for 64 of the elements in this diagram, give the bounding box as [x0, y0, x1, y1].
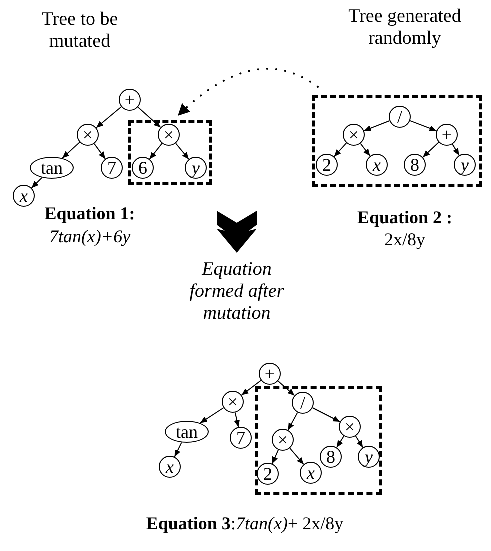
- tree-node-circle: 2: [316, 154, 338, 176]
- tree-node-circle: x: [13, 185, 35, 207]
- arrow: [94, 143, 106, 160]
- tree-node-circle: ×: [77, 124, 99, 146]
- tree-node-circle: 6: [132, 157, 154, 179]
- subtree-dashed-box: [312, 95, 482, 187]
- tree-node-circle: y: [454, 154, 476, 176]
- subtree-dashed-box: [128, 120, 212, 185]
- arrow: [241, 380, 262, 396]
- tree-title: Tree to be mutated: [40, 9, 120, 53]
- equation-text: 7tan(x)+6y: [48, 226, 132, 248]
- arrow: [200, 408, 224, 424]
- tree-node-circle: 7: [101, 157, 123, 179]
- arrow: [336, 436, 345, 448]
- tree-title: Tree generated randomly: [348, 6, 462, 50]
- arrow: [149, 143, 163, 160]
- dotted-arrow: [177, 68, 319, 117]
- arrow: [138, 106, 162, 128]
- arrow: [31, 177, 43, 189]
- equation-text: 2x/8y: [383, 230, 426, 250]
- arrow: [288, 412, 298, 431]
- tree-node-circle: +: [436, 124, 458, 146]
- arrow: [290, 448, 304, 466]
- tree-node-circle: /: [389, 106, 411, 128]
- tree-node-circle: ×: [222, 391, 244, 413]
- arrow: [174, 442, 182, 458]
- arrow: [272, 450, 280, 464]
- subtree-dashed-box: [255, 386, 382, 495]
- tree-node-circle: x: [159, 456, 181, 478]
- equation-heading: Equation 2 :: [356, 208, 454, 228]
- arrow: [62, 142, 80, 159]
- arrow: [422, 142, 440, 158]
- arrow: [355, 436, 364, 448]
- tree-node-circle: +: [119, 89, 141, 111]
- tree-node-circle: +: [259, 363, 281, 385]
- tree-node-circle: ×: [339, 416, 361, 438]
- arrow: [312, 408, 341, 422]
- tree-node-circle: y: [185, 157, 207, 179]
- arrow: [364, 120, 390, 132]
- tree-node-circle: ×: [158, 124, 180, 146]
- tree-node-circle: 8: [320, 446, 342, 468]
- tree-node-circle: ×: [272, 429, 294, 451]
- function-ellipse: tan: [30, 157, 74, 179]
- tree-node-circle: /: [292, 392, 314, 414]
- arrow: [96, 106, 122, 128]
- function-ellipse: tan: [165, 421, 209, 443]
- caption-text: Equation formed after mutation: [177, 259, 297, 325]
- arrow: [278, 380, 296, 396]
- tree-node-circle: 7: [230, 427, 252, 449]
- arrow: [234, 412, 240, 428]
- equation-heading: Equation 1:: [44, 204, 136, 224]
- arrow: [175, 143, 190, 160]
- arrow: [410, 120, 438, 132]
- tree-node-circle: x: [366, 154, 388, 176]
- double-chevron-arrow: [217, 211, 257, 253]
- arrow: [360, 143, 371, 157]
- tree-node-circle: y: [358, 446, 380, 468]
- tree-node-circle: x: [300, 462, 322, 484]
- tree-node-circle: ×: [343, 124, 365, 146]
- tree-node-circle: 2: [257, 463, 279, 485]
- arrow: [334, 142, 348, 158]
- arrow: [452, 144, 460, 156]
- tree-node-circle: 8: [404, 154, 426, 176]
- equation-text: Equation 3:7tan(x)+ 2x/8y: [145, 514, 345, 534]
